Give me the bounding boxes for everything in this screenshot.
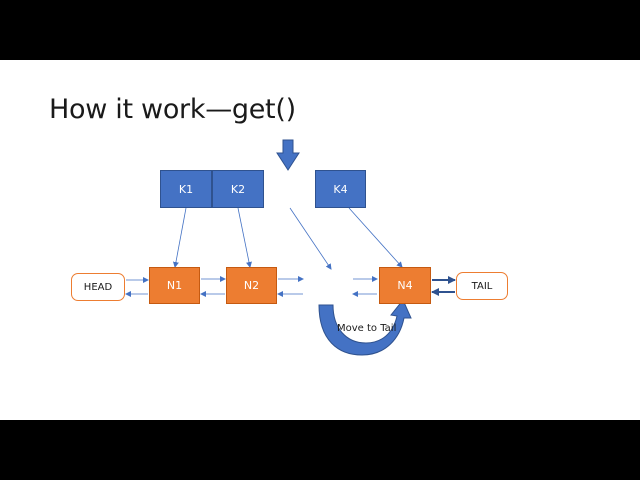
node-n2: N2 (226, 267, 277, 304)
k4-to-n4-arrow (348, 207, 403, 268)
lookup-pointer-arrow (289, 207, 332, 270)
move-to-tail-curved-arrow (318, 299, 412, 356)
connector-layer (125, 139, 456, 356)
key-k2: K2 (212, 170, 264, 208)
key-k1: K1 (160, 170, 212, 208)
key-k4-label: K4 (333, 182, 348, 196)
node-n1: N1 (149, 267, 200, 304)
node-n4: N4 (379, 267, 431, 304)
head-node: HEAD (71, 273, 125, 301)
head-node-label: HEAD (83, 281, 113, 293)
tail-node: TAIL (456, 272, 508, 300)
key-k2-label: K2 (230, 182, 246, 196)
slide: How it work—get() (0, 60, 640, 420)
letterbox-top (0, 0, 640, 60)
lookup-down-arrow (276, 139, 300, 171)
node-n2-label: N2 (243, 279, 260, 292)
key-k4: K4 (315, 170, 366, 208)
k1-to-n1-arrow (172, 207, 187, 268)
node-n1-label: N1 (166, 279, 183, 292)
move-to-tail-label: Move to Tail (337, 323, 397, 334)
node-n4-label: N4 (397, 279, 413, 292)
letterbox-bottom (0, 420, 640, 480)
key-k1-label: K1 (178, 182, 194, 196)
slide-title: How it work—get() (49, 94, 296, 125)
k2-to-n2-arrow (237, 207, 252, 268)
tail-node-label: TAIL (471, 280, 493, 292)
